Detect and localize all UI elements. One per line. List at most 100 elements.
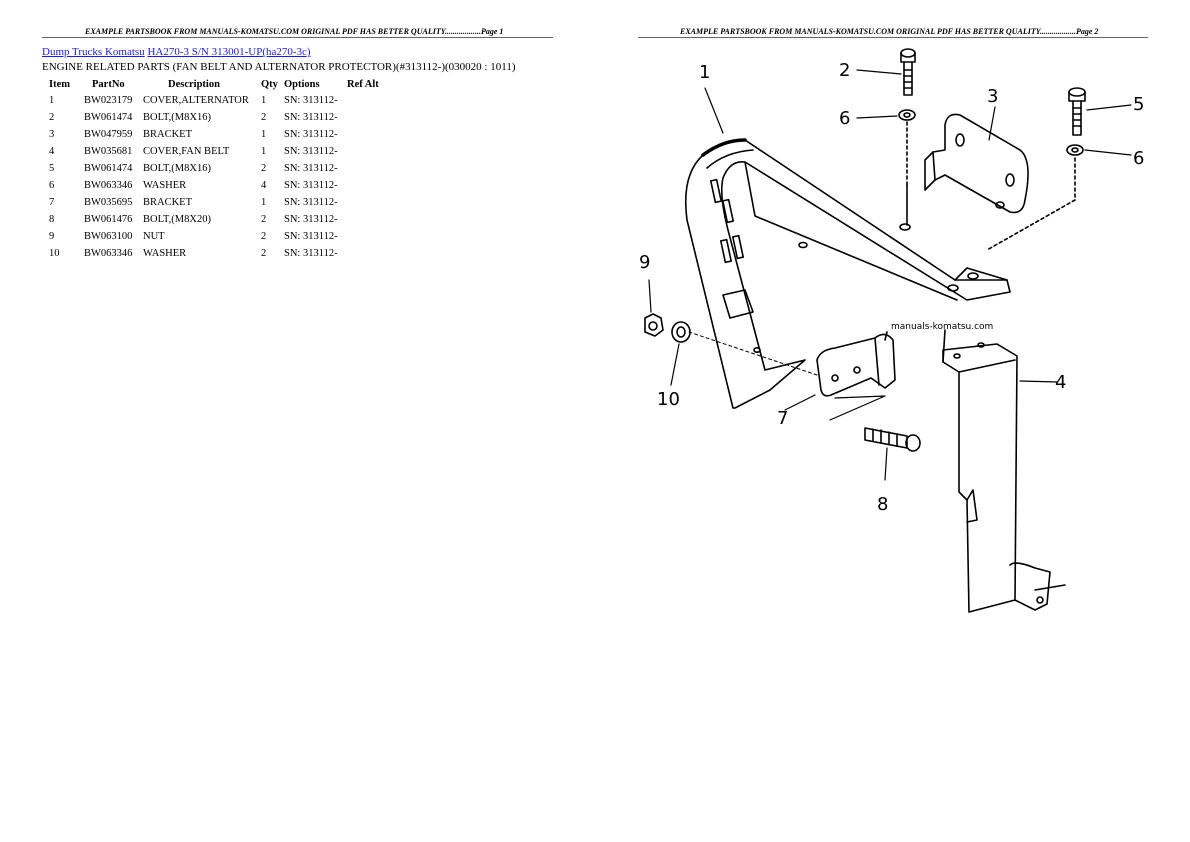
- column-header-ref-alt: Ref Alt: [347, 79, 379, 90]
- page-banner: EXAMPLE PARTSBOOK FROM MANUALS-KOMATSU.C…: [680, 27, 1099, 36]
- cell-description: BRACKET: [143, 129, 193, 140]
- section-title: ENGINE RELATED PARTS (FAN BELT AND ALTER…: [42, 61, 516, 73]
- table-row: 5 BW061474 BOLT,(M8X16) 2 SN: 313112-: [42, 160, 387, 177]
- cell-partno: BW063346: [84, 180, 133, 191]
- cell-item: 9: [49, 231, 55, 242]
- cell-item: 5: [49, 163, 55, 174]
- cell-description: BRACKET: [143, 197, 193, 208]
- callout-10: 10: [657, 389, 680, 410]
- cell-partno: BW023179: [84, 95, 133, 106]
- breadcrumb: Dump Trucks Komatsu HA270-3 S/N 313001-U…: [42, 46, 311, 58]
- cell-ref-alt: [347, 126, 387, 143]
- cell-description: BOLT,(M8X20): [143, 214, 211, 225]
- part-4-fan-belt-cover: [942, 329, 1066, 613]
- part-8-bolt: [864, 427, 921, 452]
- part-10-washer: [671, 321, 691, 343]
- cell-ref-alt: [347, 194, 387, 211]
- breadcrumb-link-dump-trucks[interactable]: Dump Trucks Komatsu: [42, 46, 145, 58]
- part-5-bolt: [1068, 87, 1086, 136]
- cell-options: SN: 313112-: [284, 248, 338, 259]
- callout-6-right: 6: [1133, 148, 1144, 169]
- cell-partno: BW035681: [84, 146, 133, 157]
- cell-item: 7: [49, 197, 55, 208]
- table-row: 8 BW061476 BOLT,(M8X20) 2 SN: 313112-: [42, 211, 387, 228]
- cell-qty: 2: [261, 112, 267, 123]
- cell-description: WASHER: [143, 180, 187, 191]
- divider: [638, 37, 1148, 38]
- exploded-parts-diagram: 1 2 3 4 5 6 6 7 8 9 10 manuals-komatsu.c…: [639, 48, 1144, 613]
- cell-partno: BW063100: [84, 231, 133, 242]
- callout-8: 8: [877, 494, 888, 515]
- cell-description: COVER,ALTERNATOR: [143, 95, 249, 106]
- cell-description: NUT: [143, 231, 165, 242]
- cell-description: COVER,FAN BELT: [143, 146, 230, 157]
- callout-6: 6: [839, 108, 850, 129]
- cell-qty: 2: [261, 163, 267, 174]
- cell-partno: BW061476: [84, 214, 133, 225]
- callout-3: 3: [987, 86, 998, 107]
- cell-item: 4: [49, 146, 55, 157]
- table-row: 6 BW063346 WASHER 4 SN: 313112-: [42, 177, 387, 194]
- callout-4: 4: [1055, 372, 1066, 393]
- part-2-bolt: [900, 48, 916, 96]
- callout-7: 7: [777, 408, 788, 429]
- cell-ref-alt: [347, 92, 387, 109]
- cell-qty: 1: [261, 197, 267, 208]
- cell-description: WASHER: [143, 248, 187, 259]
- cell-ref-alt: [347, 143, 387, 160]
- divider: [42, 37, 553, 38]
- cell-partno: BW047959: [84, 129, 133, 140]
- cell-ref-alt: [347, 211, 387, 228]
- cell-qty: 1: [261, 129, 267, 140]
- column-header-options: Options: [284, 79, 320, 90]
- cell-partno: BW035695: [84, 197, 133, 208]
- cell-options: SN: 313112-: [284, 163, 338, 174]
- cell-item: 8: [49, 214, 55, 225]
- cell-partno: BW061474: [84, 112, 133, 123]
- cell-options: SN: 313112-: [284, 231, 338, 242]
- part-6-washer: [898, 109, 916, 189]
- cell-qty: 4: [261, 180, 267, 191]
- cell-options: SN: 313112-: [284, 112, 338, 123]
- part-9-nut: [644, 313, 664, 337]
- part-6-washer-right: [986, 144, 1084, 251]
- cell-description: BOLT,(M8X16): [143, 112, 211, 123]
- cell-options: SN: 313112-: [284, 129, 338, 140]
- cell-ref-alt: [347, 177, 387, 194]
- cell-item: 10: [49, 248, 60, 259]
- cell-options: SN: 313112-: [284, 180, 338, 191]
- watermark: manuals-komatsu.com: [891, 322, 993, 332]
- parts-list-page: EXAMPLE PARTSBOOK FROM MANUALS-KOMATSU.C…: [42, 27, 553, 262]
- cell-qty: 2: [261, 214, 267, 225]
- cell-item: 3: [49, 129, 55, 140]
- table-header-row: Item PartNo Description Qty Options Ref …: [42, 77, 387, 92]
- cell-ref-alt: [347, 109, 387, 126]
- parts-table: Item PartNo Description Qty Options Ref …: [42, 77, 387, 262]
- callout-9: 9: [639, 252, 650, 273]
- cell-ref-alt: [347, 245, 387, 262]
- table-row: 3 BW047959 BRACKET 1 SN: 313112-: [42, 126, 387, 143]
- column-header-partno: PartNo: [92, 79, 125, 90]
- cell-ref-alt: [347, 160, 387, 177]
- cell-description: BOLT,(M8X16): [143, 163, 211, 174]
- cell-partno: BW063346: [84, 248, 133, 259]
- cell-item: 1: [49, 95, 55, 106]
- cell-item: 6: [49, 180, 55, 191]
- column-header-description: Description: [168, 79, 220, 90]
- part-3-bracket: [906, 113, 1029, 226]
- callout-2: 2: [839, 60, 850, 81]
- column-header-item: Item: [49, 79, 70, 90]
- diagram-page: EXAMPLE PARTSBOOK FROM MANUALS-KOMATSU.C…: [595, 0, 1190, 842]
- breadcrumb-link-model[interactable]: HA270-3 S/N 313001-UP(ha270-3c): [147, 46, 311, 58]
- part-7-bracket: [816, 331, 896, 397]
- cell-qty: 1: [261, 146, 267, 157]
- cell-options: SN: 313112-: [284, 214, 338, 225]
- cell-partno: BW061474: [84, 163, 133, 174]
- callout-5: 5: [1133, 94, 1144, 115]
- cell-qty: 2: [261, 231, 267, 242]
